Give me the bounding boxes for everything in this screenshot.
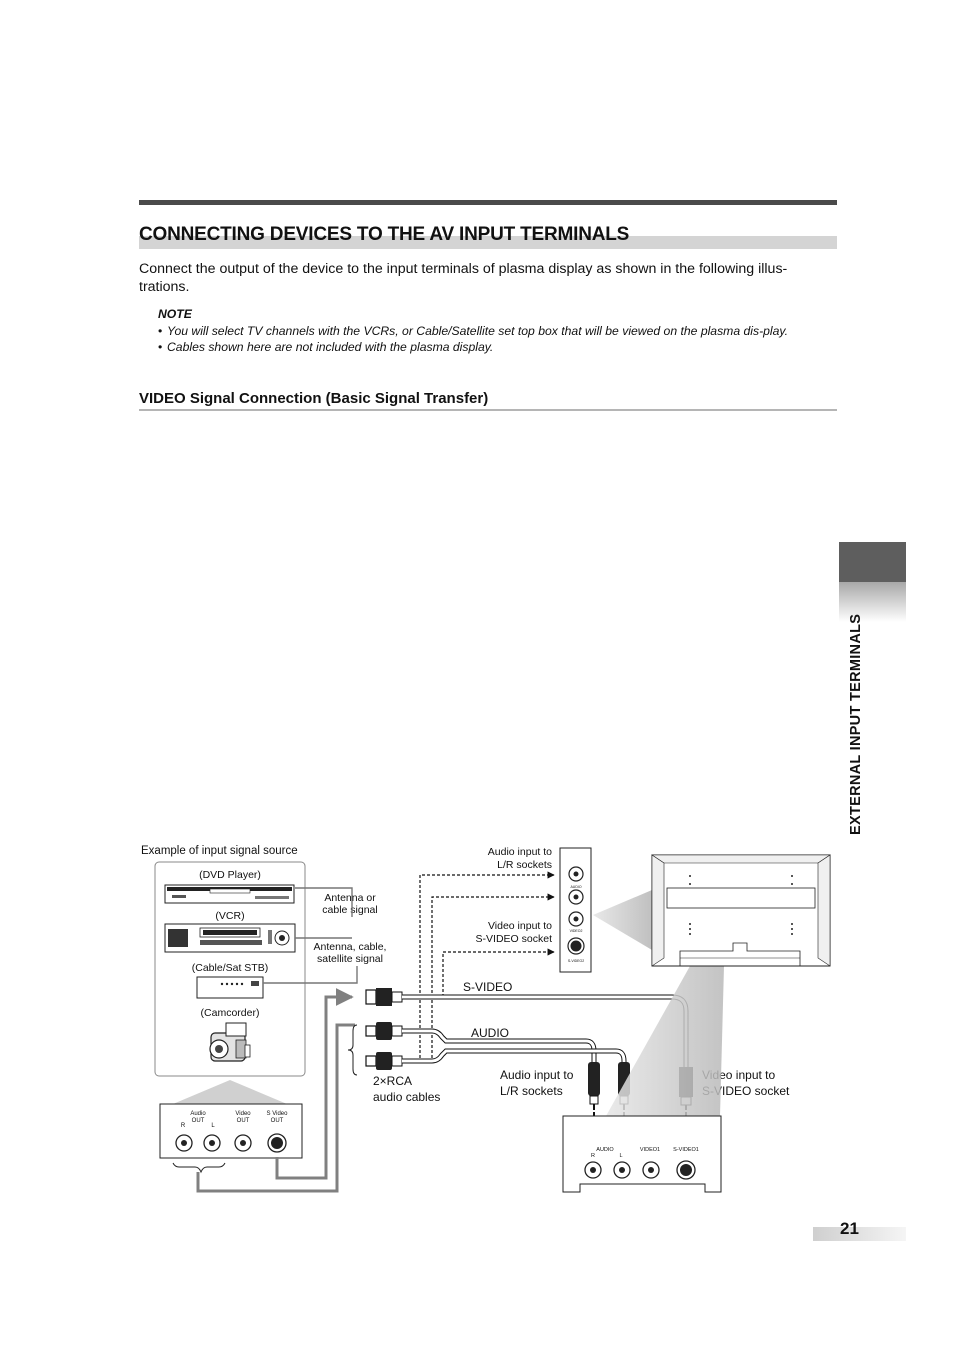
svideo-feed-cable: [275, 988, 354, 1180]
camcorder-device: [209, 1022, 251, 1062]
rca-label-2: audio cables: [373, 1090, 440, 1104]
rca-brace: [347, 1024, 358, 1076]
top-rule: [139, 200, 837, 205]
antenna-label-1a: Antenna or: [324, 892, 376, 904]
dvd-player-device: [164, 884, 295, 904]
source-title: Example of input signal source: [141, 845, 298, 857]
page-number: 21: [840, 1219, 859, 1238]
cam-audio-label-2: OUT: [192, 1118, 205, 1124]
camcorder-beam: [173, 1080, 287, 1104]
note-block: NOTE You will select TV channels with th…: [158, 306, 828, 356]
intro-text: Connect the output of the device to the …: [139, 261, 788, 295]
section-rule: [139, 409, 837, 411]
side-audio-text: AUDIO: [570, 885, 581, 889]
antenna-label-1b: cable signal: [322, 904, 377, 916]
rear-audio-text: AUDIO: [596, 1147, 614, 1153]
page-number-band: [813, 1227, 906, 1241]
cam-video-label-2: OUT: [237, 1118, 250, 1124]
title-band: [139, 236, 837, 249]
section-title: VIDEO Signal Connection (Basic Signal Tr…: [139, 390, 489, 407]
vcr-device: [164, 923, 296, 953]
rear-video1-text: VIDEO1: [640, 1147, 660, 1153]
stb-device: [196, 976, 264, 999]
audio-cable-label: AUDIO: [471, 1026, 509, 1040]
side-input-panel: AUDIO VIDEO2 S-VIDEO2: [559, 847, 592, 973]
rear-svideo-label-2: S-VIDEO socket: [702, 1084, 790, 1098]
cam-audio-label-1: Audio: [190, 1111, 206, 1117]
antenna-line-1: [295, 887, 353, 917]
dashed-svideo-line: [442, 948, 555, 997]
svideo-plug: [365, 988, 403, 1006]
dvd-label: (DVD Player): [199, 869, 261, 881]
vcr-label: (VCR): [215, 910, 244, 922]
rear-audio-label-2: L/R sockets: [500, 1084, 563, 1098]
camcorder-label: (Camcorder): [201, 1007, 260, 1019]
antenna-label-2b: satellite signal: [317, 953, 383, 965]
rear-panel-beam: [606, 966, 724, 1116]
camcorder-output-panel: Audio OUT R L Video OUT S Video OUT: [159, 1103, 303, 1174]
side-audio-label-1: Audio input to: [488, 846, 552, 858]
stb-label: (Cable/Sat STB): [192, 962, 268, 974]
rca-plug-1: [365, 1022, 403, 1040]
cam-svideo-label-1: S Video: [267, 1111, 289, 1117]
side-panel-beam: [593, 890, 652, 950]
rear-input-panel: AUDIO R L VIDEO1 S-VIDEO1: [562, 1115, 722, 1193]
side-audio-label-2: L/R sockets: [497, 859, 552, 871]
rear-l-text: L: [619, 1153, 622, 1159]
cam-l-label: L: [211, 1123, 215, 1129]
svideo-cable-label: S-VIDEO: [463, 980, 512, 994]
rca-label-1: 2×RCA: [373, 1074, 412, 1088]
side-tab-fade: [839, 582, 906, 622]
dashed-audio-line-2: [431, 893, 555, 1058]
rear-rca-plug-r: [588, 1062, 600, 1110]
rca-plug-2: [365, 1052, 403, 1070]
side-video2-text: VIDEO2: [570, 929, 583, 933]
rear-svideo1-text: S-VIDEO1: [673, 1147, 699, 1153]
antenna-label-2a: Antenna, cable,: [314, 941, 387, 953]
cam-svideo-label-2: OUT: [271, 1118, 284, 1124]
plasma-display: [651, 854, 831, 967]
cam-video-label-1: Video: [235, 1111, 251, 1117]
note-item-2: Cables shown here are not included with …: [158, 339, 828, 356]
note-label: NOTE: [158, 307, 192, 321]
side-svideo2-text: S-VIDEO2: [568, 959, 584, 963]
source-devices-box: [154, 861, 306, 1077]
side-tab: [839, 542, 906, 582]
side-svideo-label-1: Video input to: [488, 920, 552, 932]
antenna-line-2: [263, 966, 358, 984]
audio-feed-cable: [196, 1023, 355, 1193]
rear-audio-label-1: Audio input to: [500, 1068, 574, 1082]
rear-r-text: R: [591, 1153, 595, 1159]
cam-r-label: R: [181, 1123, 186, 1129]
page-title: CONNECTING DEVICES TO THE AV INPUT TERMI…: [139, 224, 630, 245]
note-item-1: You will select TV channels with the VCR…: [158, 323, 828, 340]
side-svideo-label-2: S-VIDEO socket: [476, 933, 553, 945]
